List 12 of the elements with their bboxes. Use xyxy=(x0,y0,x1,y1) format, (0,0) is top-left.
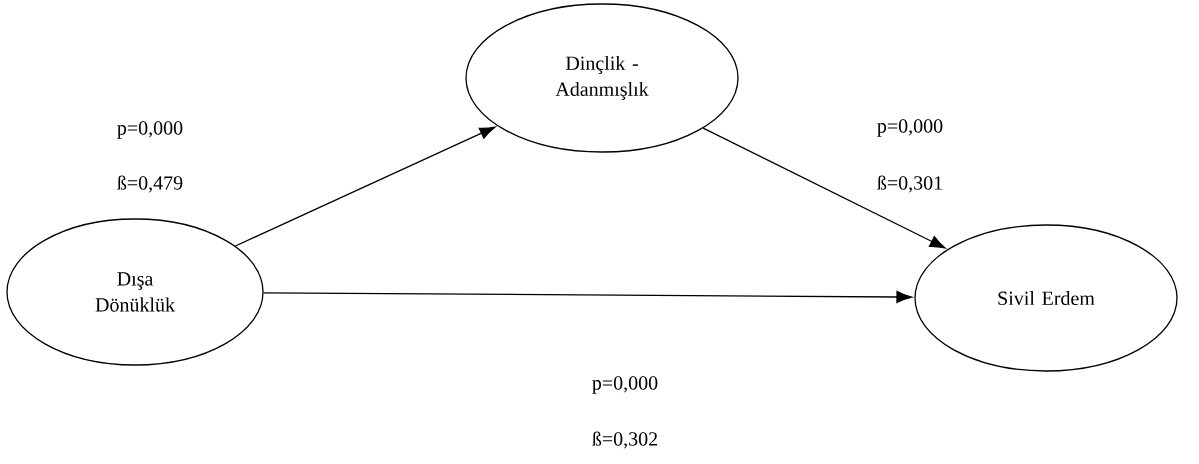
arrow xyxy=(702,127,946,249)
coefficient-label: p=0,000 xyxy=(877,119,943,137)
ellipse-node: Dinçlik - Adanmışlık xyxy=(465,3,739,153)
coefficient-label: ß=0,479 xyxy=(117,175,183,193)
coefficient-label: p=0,000 xyxy=(592,376,658,394)
ellipse-node: Dışa Dönüklük xyxy=(6,218,264,366)
arrow xyxy=(234,126,496,247)
ellipse-node: Sivil Erdem xyxy=(914,224,1178,372)
coefficient-label: p=0,000 xyxy=(117,121,183,139)
coefficient-label: ß=0,301 xyxy=(877,175,942,193)
arrow xyxy=(263,291,913,304)
coefficient-label: ß=0,302 xyxy=(592,431,658,449)
